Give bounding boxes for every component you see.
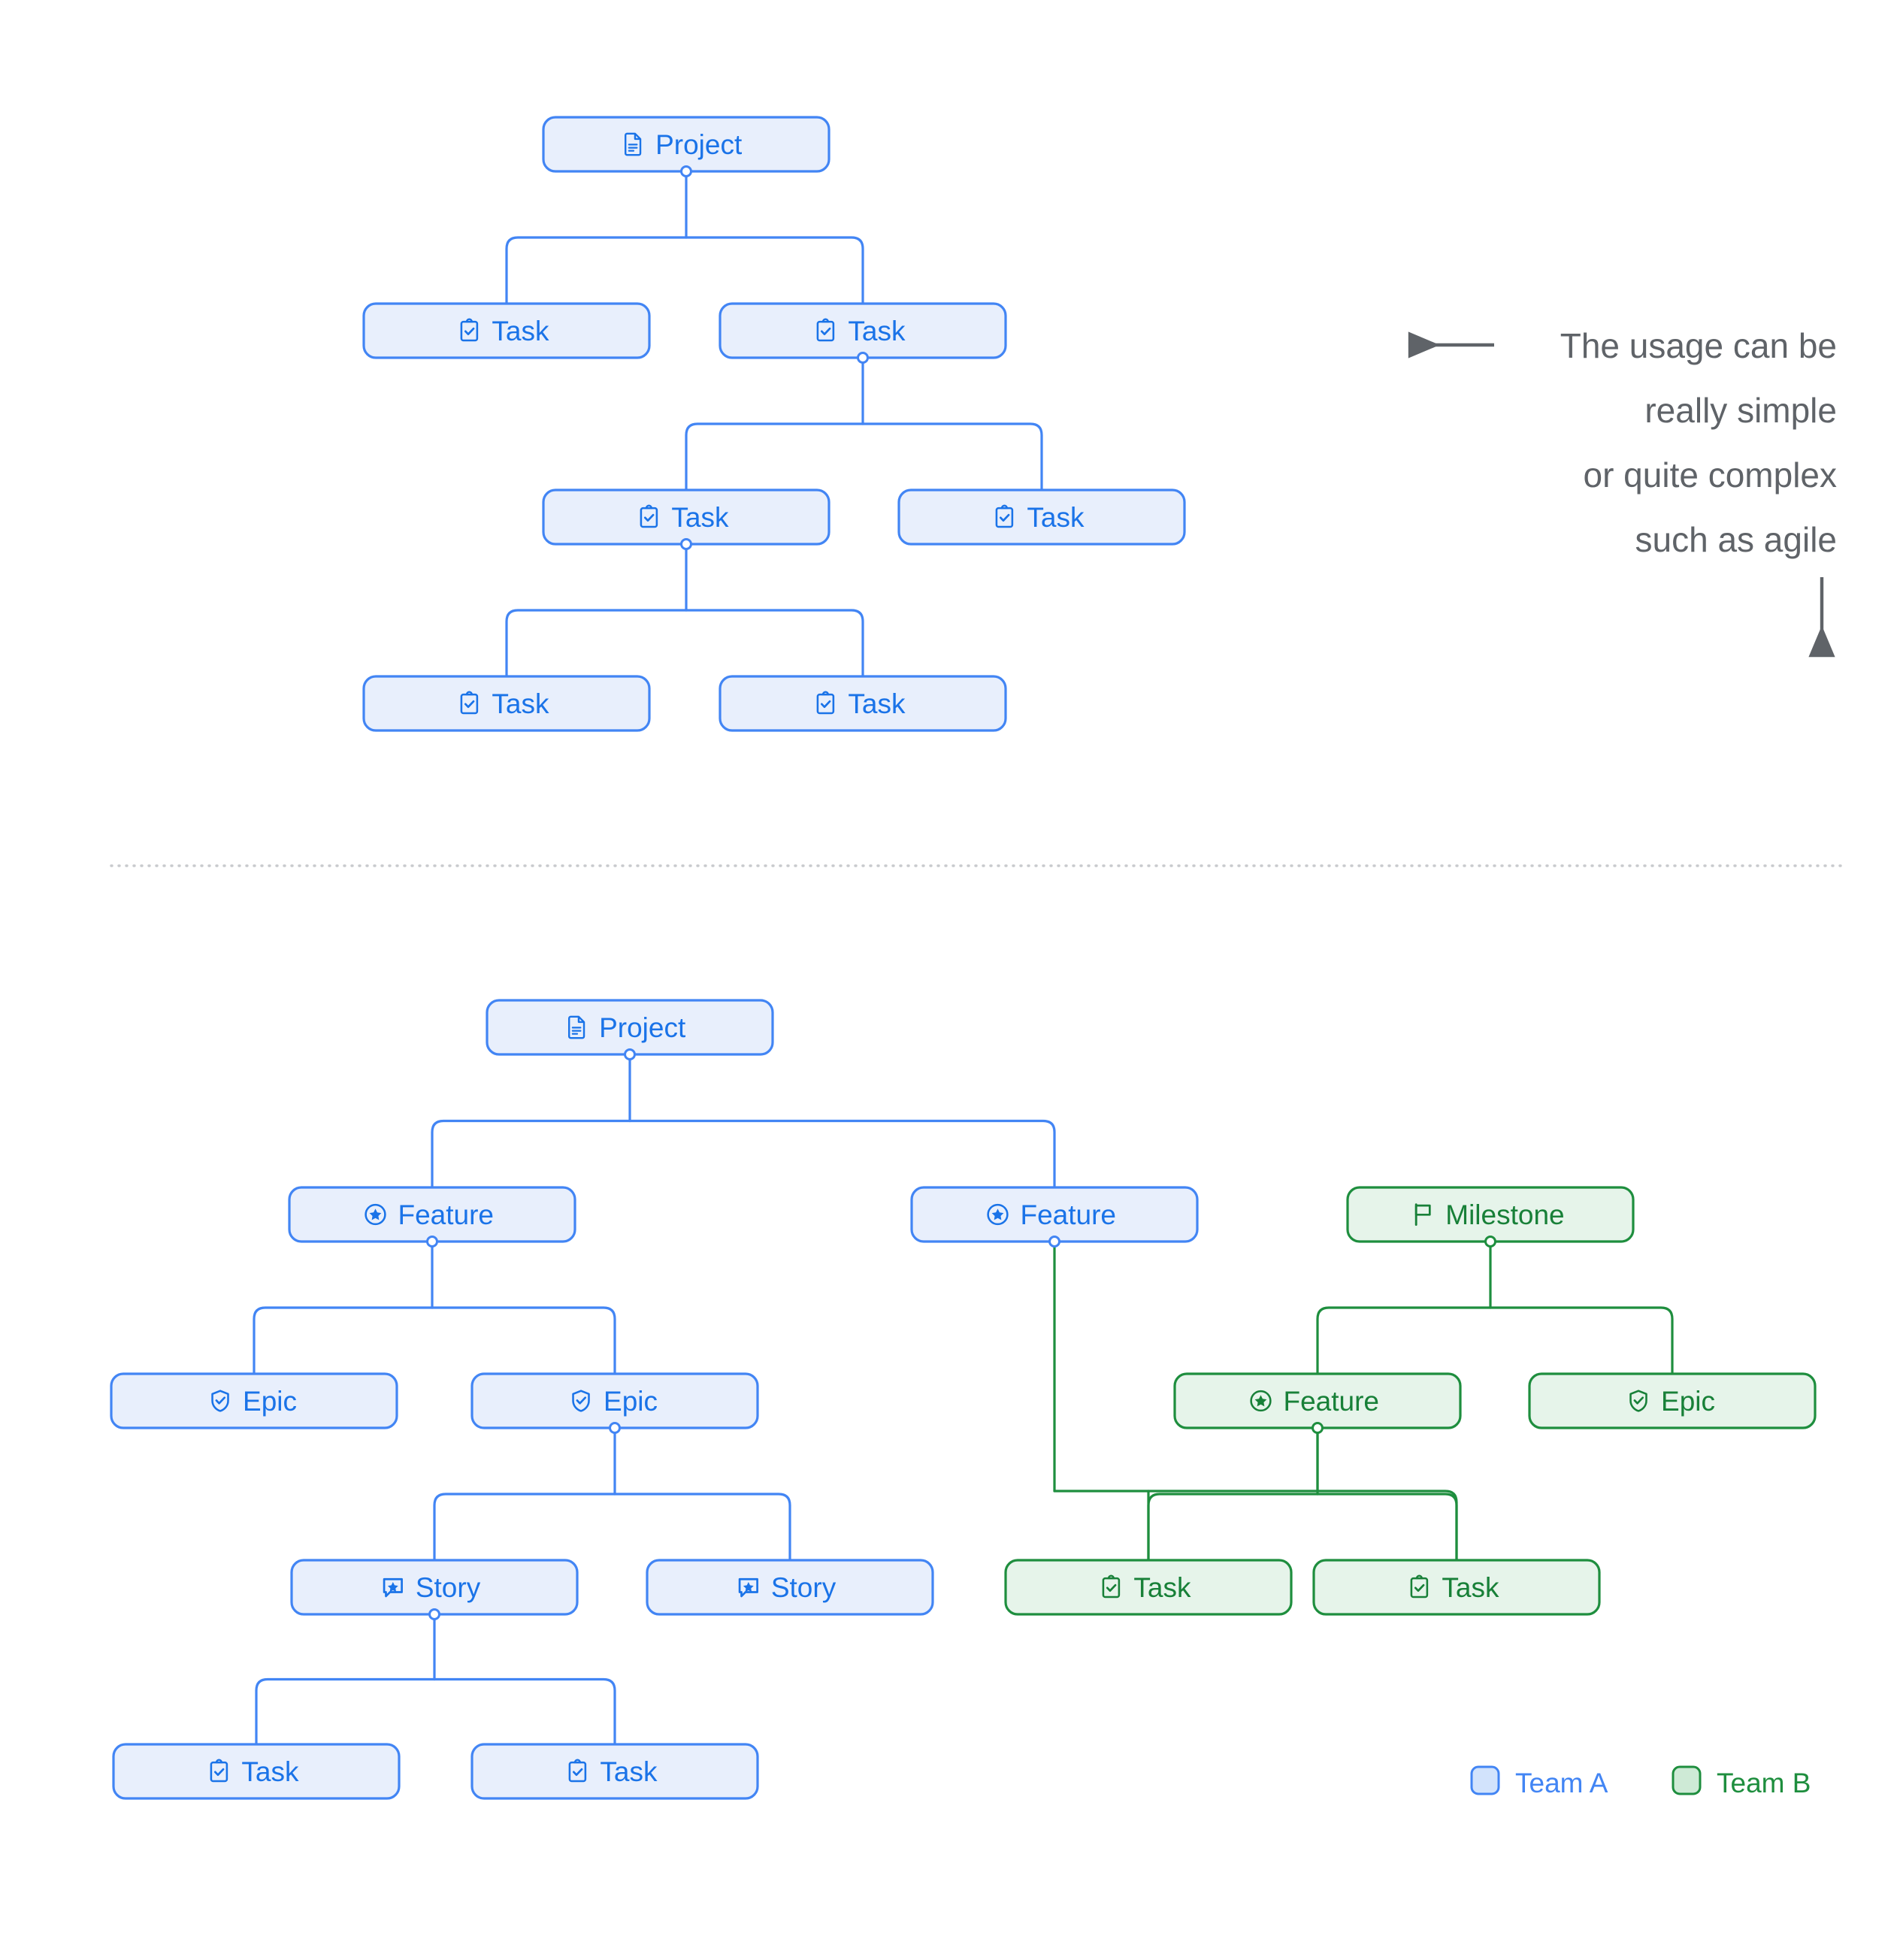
node-label: Feature <box>1283 1386 1379 1417</box>
node-label: Task <box>492 316 549 346</box>
edge-connector <box>1489 1306 1674 1375</box>
legend-item[interactable]: Team A <box>1470 1765 1608 1798</box>
usage-annotation: The usage can be really simple or quite … <box>1408 326 1838 658</box>
node-label: Task <box>671 502 729 533</box>
node-label: Task <box>1027 502 1085 533</box>
node-label: Epic <box>243 1386 297 1417</box>
edge-connector <box>613 1493 791 1562</box>
node-task[interactable]: Task <box>719 302 1007 364</box>
node-project[interactable]: Project <box>542 116 830 177</box>
node-story[interactable]: Story <box>646 1559 934 1616</box>
edges-agile-diagram <box>253 1053 1674 1746</box>
connector-dot <box>1484 1236 1496 1248</box>
node-surface[interactable] <box>362 675 651 732</box>
node-feature[interactable]: Feature <box>288 1186 576 1248</box>
node-surface[interactable] <box>719 675 1007 732</box>
node-epic[interactable]: Epic <box>470 1372 759 1434</box>
node-surface[interactable] <box>646 1559 934 1616</box>
node-label: Task <box>600 1756 658 1787</box>
node-surface[interactable] <box>470 1743 759 1800</box>
team-legend: Team A Team B <box>1470 1765 1811 1798</box>
node-label: Story <box>416 1572 481 1603</box>
edge-connector <box>628 1119 1056 1189</box>
edge-connector <box>433 1677 616 1746</box>
connector-dot <box>1312 1422 1324 1434</box>
node-label: Task <box>1442 1572 1499 1603</box>
connector-dot <box>680 538 692 550</box>
legend-label: Team A <box>1515 1768 1608 1798</box>
edge-connector <box>1053 1490 1458 1562</box>
node-milestone[interactable]: Milestone <box>1346 1186 1635 1248</box>
annotation-line-2: really simple <box>1644 391 1837 430</box>
node-label: Epic <box>1661 1386 1715 1417</box>
edge-connector <box>431 1306 616 1375</box>
edge-connector <box>1316 1306 1492 1375</box>
edge-connector <box>685 422 864 492</box>
node-label: Task <box>1133 1572 1191 1603</box>
connector-dot <box>857 352 869 364</box>
node-surface[interactable] <box>110 1372 398 1429</box>
node-task[interactable]: Task <box>362 675 651 732</box>
node-surface[interactable] <box>1004 1559 1293 1616</box>
node-label: Story <box>771 1572 837 1603</box>
node-label: Feature <box>398 1199 494 1230</box>
node-label: Task <box>492 688 549 719</box>
connector-dot <box>426 1236 438 1248</box>
node-task[interactable]: Task <box>719 675 1007 732</box>
node-surface[interactable] <box>112 1743 401 1800</box>
node-label: Feature <box>1020 1199 1116 1230</box>
edges-simple-diagram <box>505 170 1043 678</box>
connector-dot <box>428 1608 440 1620</box>
edge-connector <box>1147 1493 1319 1562</box>
edge-connector <box>1316 1493 1458 1562</box>
node-task[interactable]: Task <box>1312 1559 1601 1616</box>
node-label: Epic <box>604 1386 658 1417</box>
annotation-line-4: such as agile <box>1635 520 1838 559</box>
node-project[interactable]: Project <box>486 999 774 1060</box>
node-task[interactable]: Task <box>897 488 1186 546</box>
node-task[interactable]: Task <box>112 1743 401 1800</box>
node-label: Project <box>655 129 743 160</box>
node-epic[interactable]: Epic <box>1528 1372 1817 1429</box>
node-feature[interactable]: Feature <box>910 1186 1199 1248</box>
node-surface[interactable] <box>897 488 1186 546</box>
node-surface[interactable] <box>1528 1372 1817 1429</box>
edge-connector <box>685 609 864 678</box>
square-swatch-icon <box>1470 1765 1500 1795</box>
node-task[interactable]: Task <box>1004 1559 1293 1616</box>
node-feature[interactable]: Feature <box>1173 1372 1462 1434</box>
edge-connector <box>255 1677 436 1746</box>
node-story[interactable]: Story <box>290 1559 579 1620</box>
node-surface[interactable] <box>1312 1559 1601 1616</box>
node-label: Task <box>241 1756 299 1787</box>
edge-connector <box>685 236 864 305</box>
edge-connector <box>861 422 1043 492</box>
node-label: Task <box>848 316 906 346</box>
node-task[interactable]: Task <box>362 302 651 359</box>
connector-dot <box>1048 1236 1060 1248</box>
connector-dot <box>624 1048 636 1060</box>
node-label: Milestone <box>1445 1199 1564 1230</box>
node-task[interactable]: Task <box>542 488 830 550</box>
annotation-line-3: or quite complex <box>1584 455 1838 495</box>
node-epic[interactable]: Epic <box>110 1372 398 1429</box>
connector-dot <box>609 1422 621 1434</box>
square-swatch-icon <box>1672 1765 1702 1795</box>
annotation-line-1: The usage can be <box>1560 326 1837 365</box>
connector-dot <box>680 165 692 177</box>
node-surface[interactable] <box>362 302 651 359</box>
edge-connector <box>505 609 688 678</box>
edge-connector <box>433 1493 616 1562</box>
node-label: Task <box>848 688 906 719</box>
node-label: Project <box>599 1012 686 1043</box>
node-task[interactable]: Task <box>470 1743 759 1800</box>
legend-label: Team B <box>1717 1768 1811 1798</box>
legend-item[interactable]: Team B <box>1672 1765 1811 1798</box>
edge-connector <box>431 1119 631 1189</box>
edge-connector <box>505 236 688 305</box>
edge-connector <box>253 1306 434 1375</box>
